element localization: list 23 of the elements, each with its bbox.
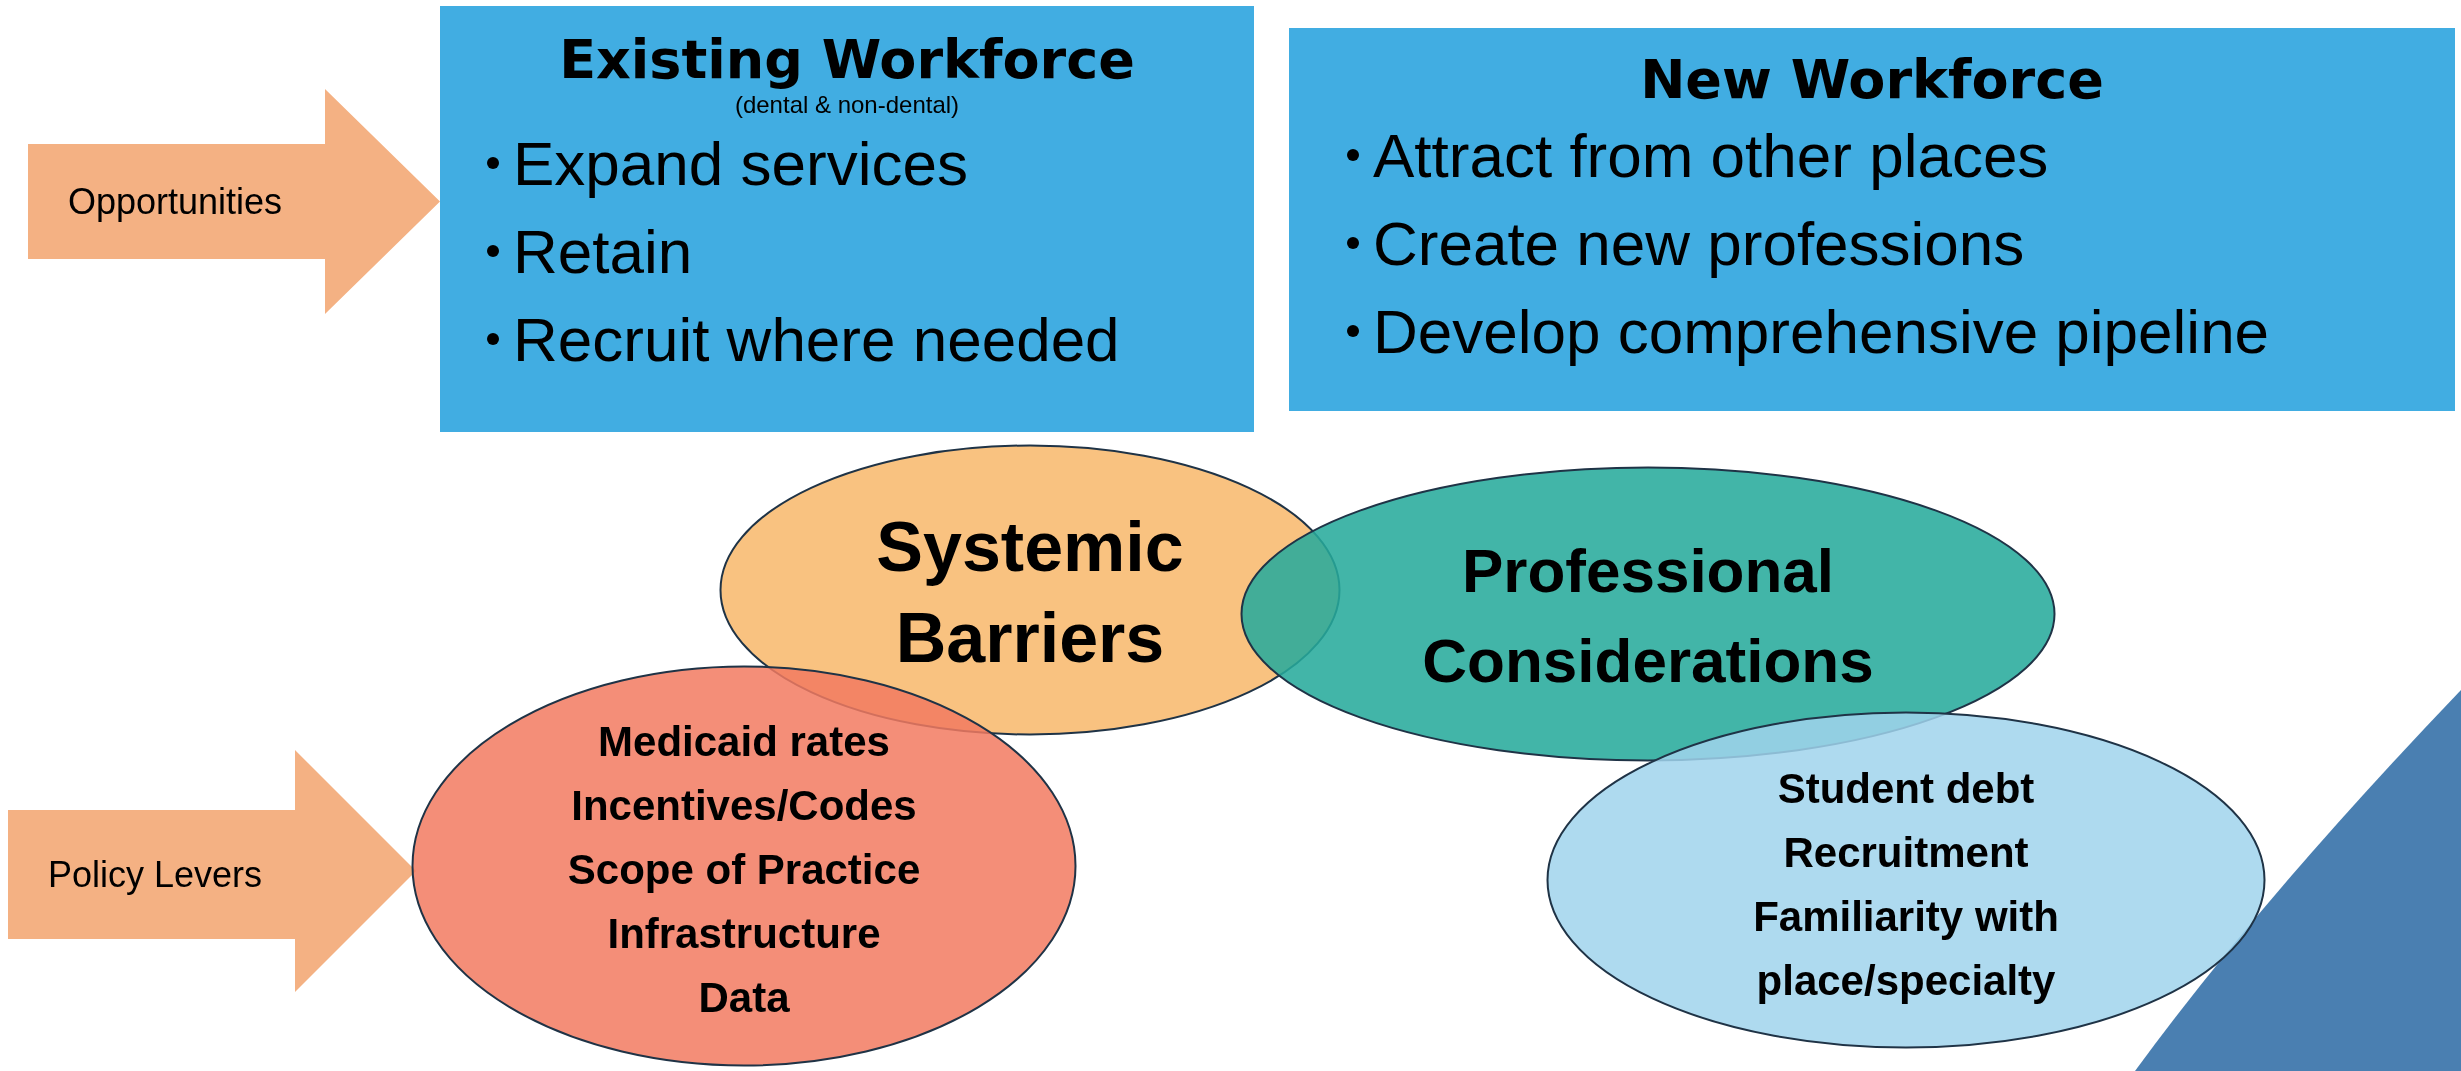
bullet-text: Recruit where needed — [513, 303, 1120, 375]
panel-subtitle: (dental & non-dental) — [733, 91, 961, 119]
ellipse-text: Systemic Barriers — [875, 507, 1185, 679]
arrow-label: Opportunities — [68, 180, 283, 223]
ellipse-text: Recruitment — [1783, 828, 2029, 879]
ellipse-text: Incentives/Codes — [571, 781, 917, 832]
bullet-text: Expand services — [513, 127, 968, 199]
ellipse-text: Student debt — [1777, 764, 2035, 815]
bullet-text: Develop comprehensive pipeline — [1373, 295, 2270, 367]
bullet-text: Create new professions — [1373, 207, 2025, 279]
ellipse-text: Professional Considerations — [1421, 535, 1875, 697]
ellipse-text: Data — [698, 972, 790, 1023]
arrow-label: Policy Levers — [48, 853, 263, 896]
info-panel — [440, 6, 1254, 432]
ellipse-text: Infrastructure — [607, 908, 881, 959]
ellipse-text: Familiarity with place/specialty — [1752, 892, 2060, 1006]
bullet-text: Retain — [513, 215, 693, 287]
bullet-text: Attract from other places — [1373, 119, 2049, 191]
panel-heading: New Workforce — [1639, 48, 2105, 111]
ellipse-text: Scope of Practice — [567, 845, 921, 896]
info-panel — [1289, 28, 2455, 411]
panel-heading: Existing Workforce — [558, 28, 1136, 91]
ellipse-text: Medicaid rates — [598, 717, 890, 768]
